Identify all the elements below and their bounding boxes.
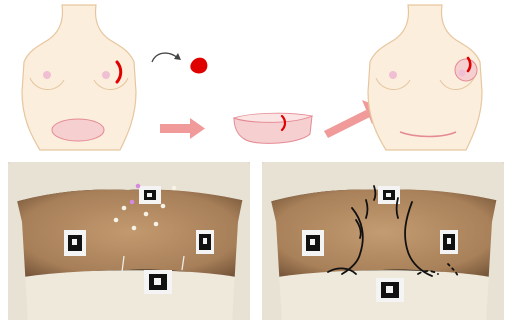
nipple-left-post	[389, 71, 397, 79]
curved-arrow-icon	[152, 53, 178, 62]
photo-abdomen-markers	[8, 162, 250, 320]
excised-tumor	[190, 58, 207, 74]
right-arrow-icon	[160, 118, 205, 139]
fiducial-marker-bottom-right-photo	[376, 278, 404, 302]
pre-op-torso	[22, 5, 136, 150]
nipple-left	[43, 71, 51, 79]
fiducial-marker-right	[196, 230, 214, 254]
post-op-torso	[368, 5, 482, 150]
fiducial-marker-right-right-photo	[440, 230, 458, 254]
fiducial-marker-bottom	[144, 270, 172, 294]
photo-abdomen-drawn-lines	[262, 162, 504, 320]
nipple-right-post	[459, 70, 466, 77]
reconstructed-breast	[455, 59, 477, 81]
fiducial-marker-left	[64, 230, 86, 256]
nipple-right	[102, 71, 110, 79]
abdominal-flap	[234, 113, 312, 143]
fiducial-marker-icon	[139, 186, 161, 204]
schematic-diagram	[0, 0, 509, 160]
flap-donor-site	[52, 119, 104, 141]
fiducial-marker-left-right-photo	[302, 230, 324, 256]
